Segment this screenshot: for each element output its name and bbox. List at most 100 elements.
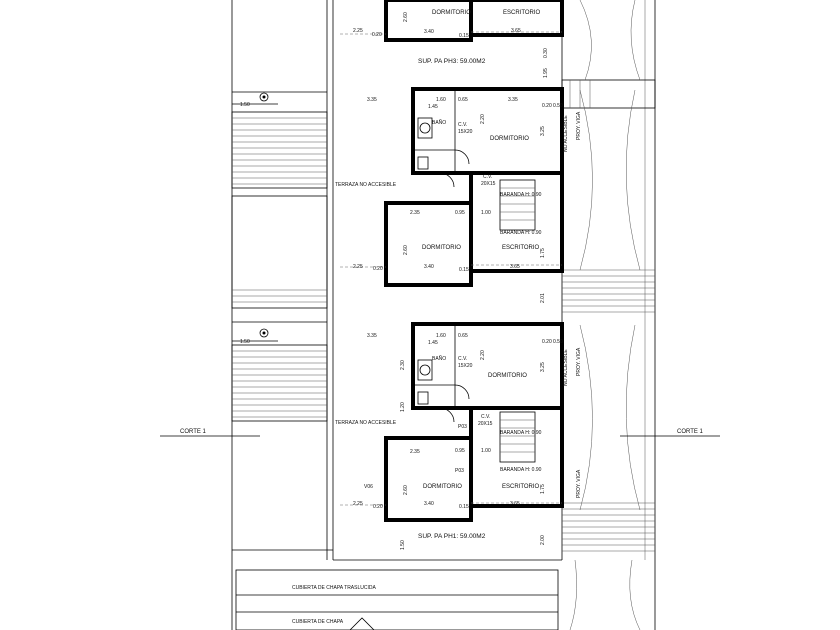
dim-label: 3.40: [424, 264, 434, 270]
dim-label-vertical: 0.30: [543, 48, 549, 58]
section-cut-label-right: CORTE 1: [677, 429, 704, 435]
left-ladder-upper-2: [231, 195, 328, 309]
dim-label: 0.20: [373, 266, 383, 272]
unit-lower: [340, 322, 564, 522]
dim-label-vertical: 2.00: [540, 535, 546, 545]
dim-label: 0.20: [542, 103, 552, 109]
dim-label-vertical: 2.60: [403, 12, 409, 22]
dim-label-vertical: 1.75: [540, 484, 546, 494]
railing-label: BARANDA H: 0.90: [500, 467, 542, 473]
vertical-label-prov-viga: PROY. VIGA: [576, 469, 582, 498]
left-ladder-lower: [231, 344, 328, 422]
dim-label: 0.20: [372, 32, 382, 38]
beam-projection-curves: [569, 0, 641, 630]
railing-label: BARANDA H: 0.90: [500, 230, 542, 236]
dim-label-vertical: 2.01: [540, 293, 546, 303]
room-label-escritorio: ESCRITORIO: [503, 10, 541, 16]
vertical-label-no-accesible: NO ACCESIBLE: [563, 115, 569, 152]
railing-label: BARANDA H: 0.90: [500, 192, 542, 198]
room-label-terraza: TERRAZA NO ACCESIBLE: [335, 182, 397, 188]
dim-label: 0.65: [458, 97, 468, 103]
dim-label: 2.25: [353, 264, 363, 270]
room-label-cv: C.V.: [481, 414, 490, 420]
dim-label: 0.95: [455, 210, 465, 216]
room-label-dormitorio: DORMITORIO: [488, 373, 527, 379]
section-cut-label-left: CORTE 1: [180, 429, 207, 435]
right-ladder-lower: [562, 502, 655, 552]
room-label-terraza: TERRAZA NO ACCESIBLE: [335, 420, 397, 426]
dim-label: 3.40: [424, 29, 434, 35]
room-label-cv-size: 15X20: [458, 129, 473, 135]
dim-label: 1.00: [481, 210, 491, 216]
dim-label: 3.65: [511, 28, 521, 34]
dim-label-vertical: 2.60: [403, 485, 409, 495]
area-label-ph3: SUP. PA PH3: 59.00M2: [418, 58, 486, 65]
window-label-v06: V06: [364, 484, 373, 490]
dim-label: 1.60: [436, 97, 446, 103]
vertical-label-prov-viga: PROY. VIGA: [576, 347, 582, 376]
vertical-label-prov-viga: PROY. VIGA: [576, 111, 582, 140]
dim-label: 0.50: [553, 103, 563, 109]
roof-label-translucent: CUBIERTA DE CHAPA TRASLUCIDA: [292, 585, 376, 591]
dim-label: 1.45: [428, 340, 438, 346]
dim-label-vertical: 3.25: [540, 126, 546, 136]
area-label-ph1: SUP. PA PH1: 59.00M2: [418, 533, 486, 540]
dim-label: 3.35: [508, 97, 518, 103]
room-label-dormitorio: DORMITORIO: [423, 484, 462, 490]
dim-label: 0.65: [458, 333, 468, 339]
level-markers: [232, 92, 278, 342]
room-label-escritorio: ESCRITORIO: [502, 484, 540, 490]
door-label-p03: P03: [458, 424, 467, 430]
dim-label-vertical: 1.20: [400, 402, 406, 412]
room-label-bano: BAÑO: [432, 355, 446, 362]
unit-middle: [340, 87, 564, 287]
dim-label: 1.60: [436, 333, 446, 339]
room-label-cv-size: 20X15: [481, 181, 496, 187]
dim-label: 3.65: [510, 501, 520, 507]
room-label-dormitorio: DORMITORIO: [422, 245, 461, 251]
dim-label: 1.00: [481, 448, 491, 454]
room-label-dormitorio: DORMITORIO: [432, 10, 471, 16]
dim-label: 0.50: [553, 339, 563, 345]
door-label-p03: P03: [455, 468, 464, 474]
dim-label-vertical: 1.75: [540, 248, 546, 258]
roof-label-sheet: CUBIERTA DE CHAPA: [292, 619, 344, 625]
room-label-dormitorio: DORMITORIO: [490, 136, 529, 142]
unit-ph3: [340, 0, 564, 42]
room-label-cv-size: 15X20: [458, 363, 473, 369]
railing-label: BARANDA H: 0.90: [500, 430, 542, 436]
dim-label: 2.35: [410, 449, 420, 455]
room-label-escritorio: ESCRITORIO: [502, 245, 540, 251]
dim-label: 0.95: [455, 448, 465, 454]
dim-label-vertical: 2.20: [480, 114, 486, 124]
dim-label-vertical: 2.20: [480, 350, 486, 360]
dim-label: 0.20: [373, 504, 383, 510]
dim-label: 0.20: [542, 339, 552, 345]
dim-label: 1.50: [240, 339, 250, 345]
dim-label-vertical: 2.60: [403, 245, 409, 255]
dim-label: 2.25: [353, 28, 363, 34]
room-label-cv: C.V.: [458, 122, 467, 128]
dim-label: 0.15: [459, 504, 469, 510]
dim-label: 1.45: [428, 104, 438, 110]
room-label-cv-size: 20X15: [478, 421, 493, 427]
dim-label: 3.40: [424, 501, 434, 507]
room-label-cv: C.V.: [483, 174, 492, 180]
dim-label-vertical: 1.95: [543, 68, 549, 78]
room-label-cv: C.V.: [458, 356, 467, 362]
dim-label-vertical: 2.30: [400, 360, 406, 370]
dim-label: 3.35: [367, 333, 377, 339]
roof-area: [235, 569, 559, 630]
dim-label: 3.65: [510, 264, 520, 270]
dim-label: 1.50: [240, 102, 250, 108]
dim-label: 0.15: [459, 33, 469, 39]
dim-label: 0.15: [459, 267, 469, 273]
left-ladder-upper: [231, 111, 328, 189]
dim-label-vertical: 3.25: [540, 362, 546, 372]
room-label-bano: BAÑO: [432, 119, 446, 126]
dim-label: 3.35: [367, 97, 377, 103]
dim-label: 2.25: [353, 501, 363, 507]
vertical-label-no-accesible: NO ACCESIBLE: [563, 349, 569, 386]
dim-label: 2.35: [410, 210, 420, 216]
